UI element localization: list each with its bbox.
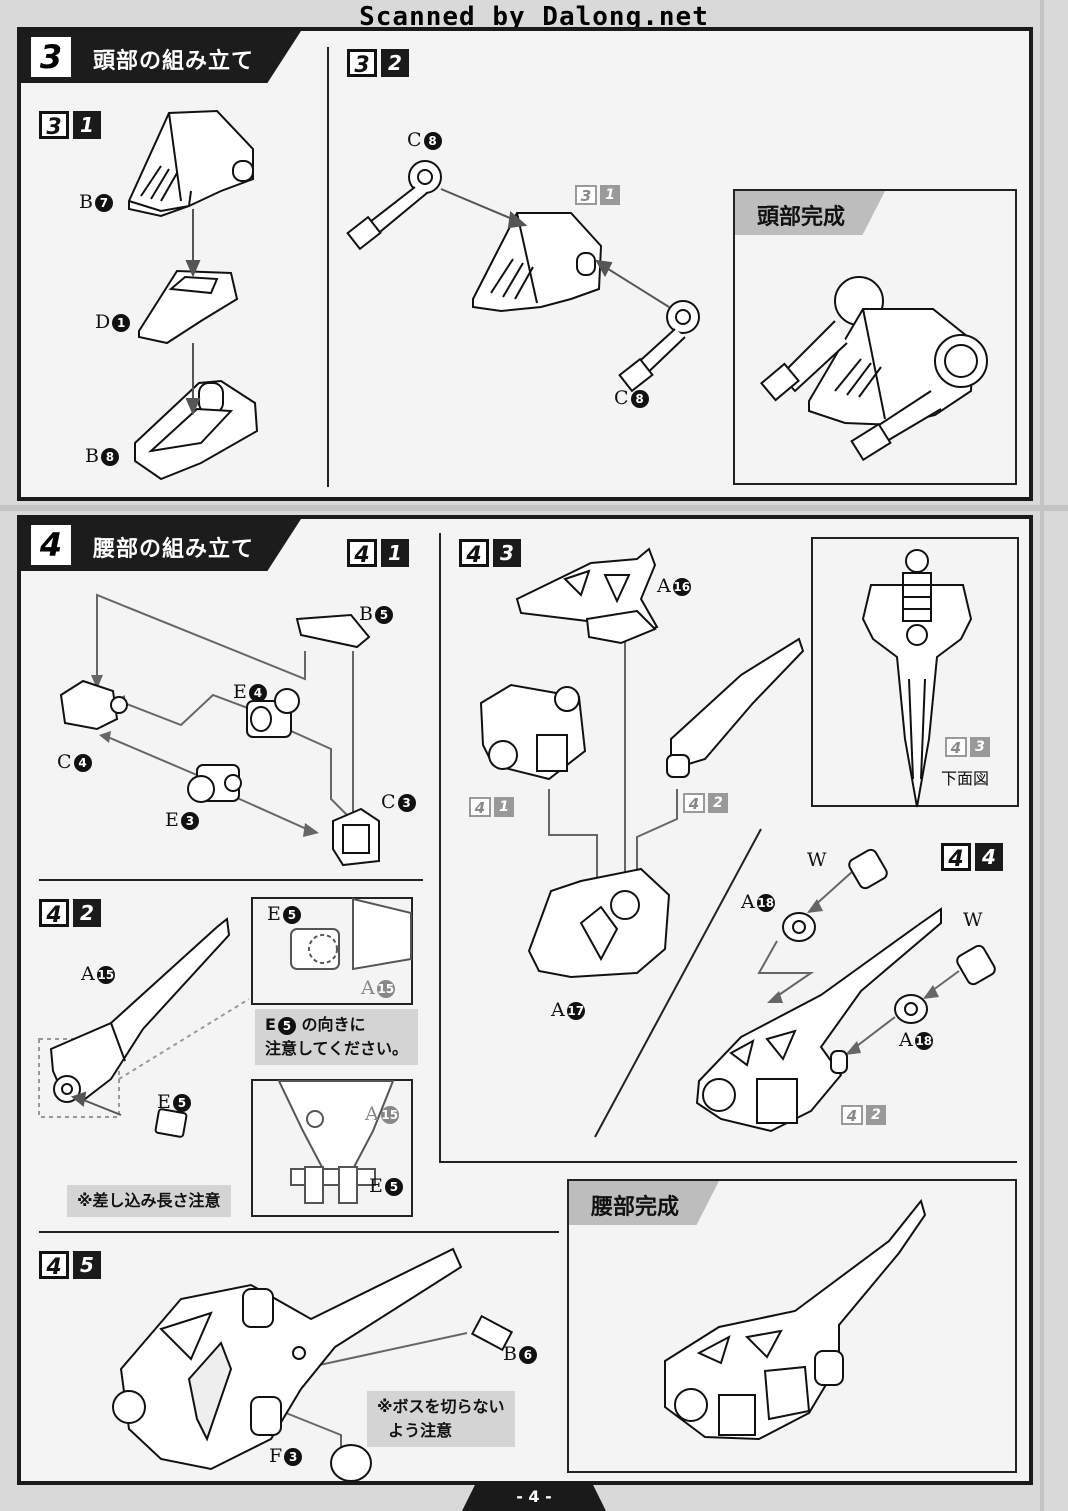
head-complete-title: 頭部完成 <box>735 191 886 235</box>
head-complete-illustration <box>760 276 988 462</box>
waist-complete-box: 腰部完成 <box>567 1179 1017 1473</box>
ref-badge-3-1: 3 1 <box>575 185 620 205</box>
divider <box>39 879 423 881</box>
section-title: 頭部の組み立て <box>93 49 255 74</box>
waist-wheel-assembly <box>594 828 996 1138</box>
divider <box>327 47 329 487</box>
waist-complete-title: 腰部完成 <box>569 1181 720 1225</box>
head-sides-exploded <box>346 160 700 393</box>
section-header: 3 頭部の組み立て <box>21 31 301 83</box>
divider <box>439 533 441 1163</box>
note-boss: ※ボスを切らない よう注意 <box>367 1391 515 1447</box>
section-number: 4 <box>31 525 71 565</box>
section-number: 3 <box>31 37 71 77</box>
bottom-view-label: 下面図 <box>941 769 990 788</box>
page-number: - 4 - <box>462 1482 606 1511</box>
divider <box>441 1161 1017 1163</box>
waist-final-detail <box>112 1247 514 1482</box>
waist-arm-part <box>38 917 250 1138</box>
waist-complete-illustration <box>664 1198 927 1441</box>
part-label-w-right: W <box>963 909 983 931</box>
step-badge-3-2: 3 2 <box>347 49 409 78</box>
section-header: 4 腰部の組み立て <box>21 519 301 571</box>
divider <box>39 1231 559 1233</box>
step-badge-3-1: 3 1 <box>39 111 101 140</box>
note-insert-length: ※差し込み長さ注意 <box>67 1185 231 1217</box>
waist-joint-parts <box>59 593 380 867</box>
background-line <box>0 505 1068 511</box>
part-label-w-left: W <box>807 849 827 871</box>
head-complete-box: 頭部完成 <box>733 189 1017 485</box>
head-parts-exploded <box>128 109 259 481</box>
background-line <box>1040 0 1044 1511</box>
section-title: 腰部の組み立て <box>93 537 255 562</box>
waist-body-exploded <box>479 547 805 979</box>
